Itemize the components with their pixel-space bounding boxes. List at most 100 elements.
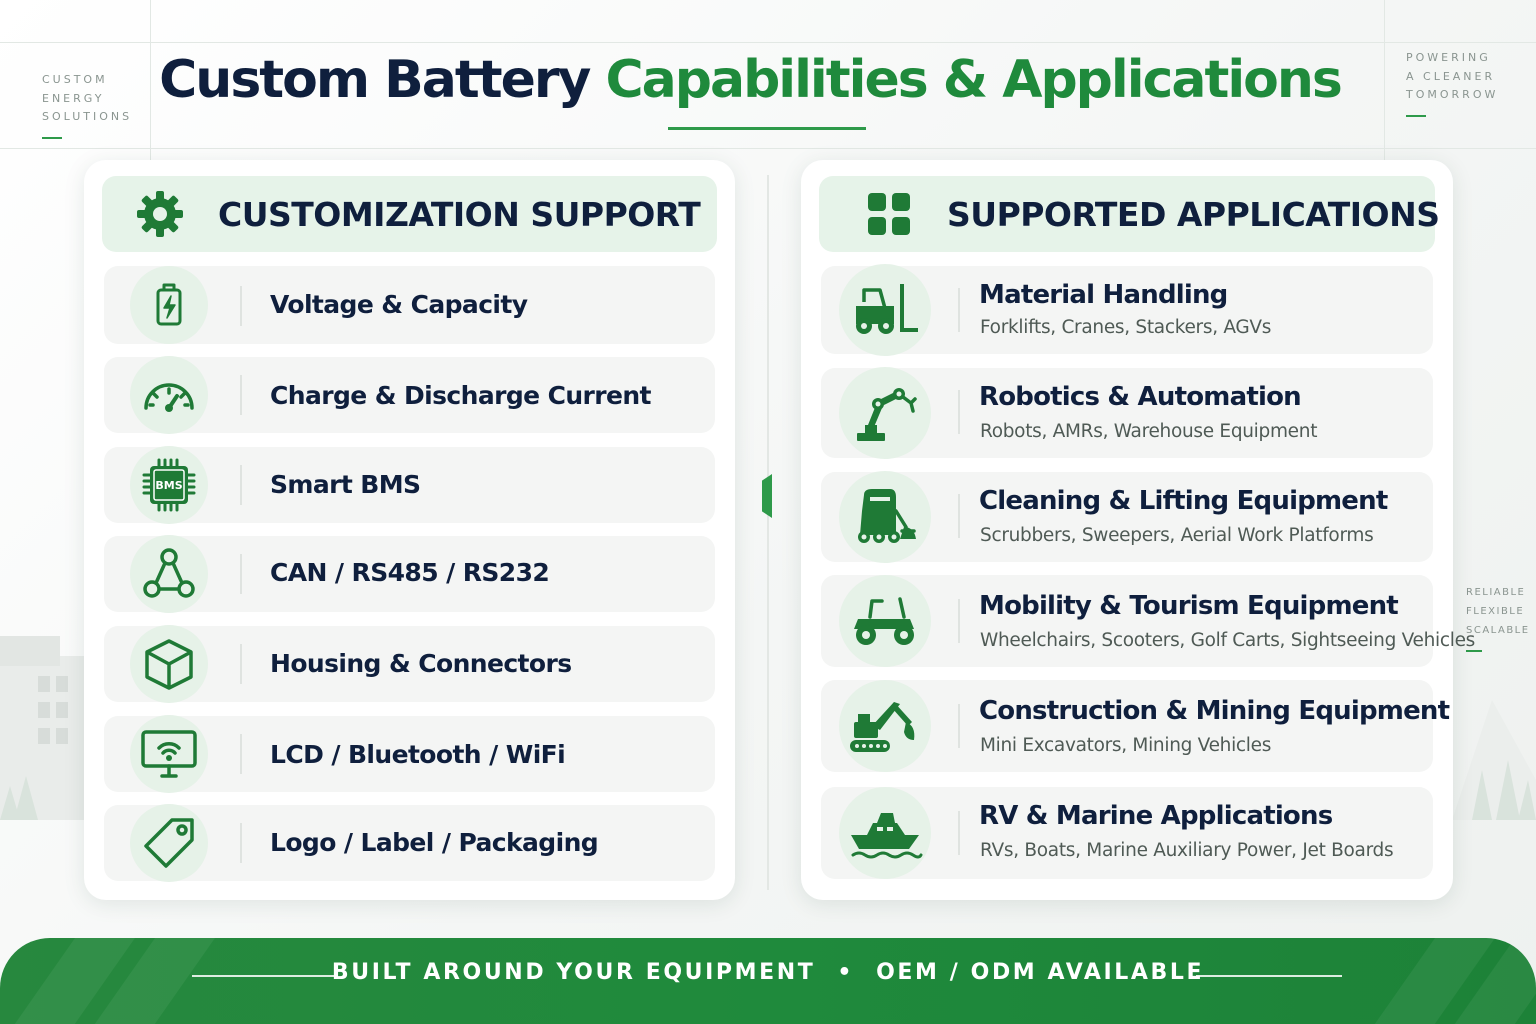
title-underline	[668, 127, 866, 130]
page-title: Custom Battery Capabilities & Applicatio…	[0, 50, 1500, 110]
applications-panel: SUPPORTED APPLICATIONS Material Handling…	[801, 160, 1475, 900]
icon-circle	[130, 266, 208, 344]
footer-line-left	[192, 975, 338, 977]
gear-icon	[137, 191, 183, 237]
customization-item: CAN / RS485 / RS232	[104, 535, 715, 613]
row-separator	[958, 704, 960, 748]
row-separator	[958, 288, 960, 332]
customization-item-label: Smart BMS	[270, 470, 421, 499]
network-nodes-icon	[143, 548, 195, 598]
robot-arm-icon	[857, 388, 917, 441]
application-item: Mobility & Tourism Equipment Wheelchairs…	[821, 575, 1475, 667]
footer-left-text: BUILT AROUND YOUR EQUIPMENT	[331, 960, 816, 985]
corner-tagline-line: ENERGY	[42, 91, 105, 105]
applications-header: SUPPORTED APPLICATIONS	[819, 176, 1440, 252]
icon-circle	[839, 680, 931, 772]
row-separator	[240, 734, 242, 774]
title-part-2: Capabilities & Applications	[605, 50, 1343, 110]
row-separator	[240, 554, 242, 594]
icon-circle	[839, 367, 931, 459]
forklift-icon	[856, 284, 918, 334]
gauge-icon	[144, 383, 194, 412]
side-tagline-line: RELIABLE	[1466, 587, 1526, 598]
application-subtitle: Wheelchairs, Scooters, Golf Carts, Sight…	[980, 630, 1475, 651]
customization-header: CUSTOMIZATION SUPPORT	[102, 176, 717, 252]
center-divider-tab	[762, 474, 772, 518]
monitor-wifi-icon	[141, 730, 197, 778]
row-separator	[240, 286, 242, 326]
footer-banner: BUILT AROUND YOUR EQUIPMENT•OEM / ODM AV…	[0, 938, 1536, 1024]
title-part-1: Custom Battery	[159, 50, 591, 110]
icon-circle	[130, 625, 208, 703]
application-title: Mobility & Tourism Equipment	[979, 591, 1399, 621]
footer-text: BUILT AROUND YOUR EQUIPMENT•OEM / ODM AV…	[0, 960, 1536, 985]
icon-circle	[839, 264, 931, 356]
customization-item-label: CAN / RS485 / RS232	[270, 558, 550, 587]
background-decoration	[0, 148, 1536, 149]
customization-item-label: Charge & Discharge Current	[270, 381, 651, 410]
accent-dash	[42, 136, 62, 139]
building-illustration	[0, 636, 84, 820]
corner-tagline-line: CUSTOM	[42, 73, 108, 86]
background-decoration	[0, 42, 1536, 43]
bms-chip-icon: BMS	[142, 458, 196, 512]
excavator-icon	[850, 702, 915, 752]
customization-item-label: LCD / Bluetooth / WiFi	[270, 740, 566, 769]
accent-dash	[1466, 650, 1482, 652]
grid-icon	[868, 193, 910, 235]
customization-panel: CUSTOMIZATION SUPPORT Voltage & Capacity	[84, 160, 735, 900]
row-separator	[958, 494, 960, 538]
tag-icon	[144, 818, 194, 868]
background-decoration	[150, 0, 151, 160]
row-separator	[958, 811, 960, 855]
icon-circle	[130, 356, 208, 434]
customization-item: Logo / Label / Packaging	[104, 804, 715, 882]
bms-chip-text: BMS	[155, 479, 182, 492]
row-separator	[240, 375, 242, 415]
icon-circle	[839, 575, 931, 667]
row-separator	[958, 599, 960, 643]
battery-icon	[156, 283, 182, 326]
customization-title: CUSTOMIZATION SUPPORT	[218, 195, 701, 234]
box-icon	[145, 639, 193, 690]
application-subtitle: Scrubbers, Sweepers, Aerial Work Platfor…	[980, 525, 1374, 546]
application-item: Robotics & Automation Robots, AMRs, Ware…	[821, 367, 1433, 459]
application-subtitle: Forklifts, Cranes, Stackers, AGVs	[980, 317, 1272, 338]
icon-circle	[130, 804, 208, 882]
footer-right-text: OEM / ODM AVAILABLE	[876, 960, 1205, 985]
row-separator	[240, 465, 242, 505]
corner-tagline-line: SOLUTIONS	[42, 110, 133, 123]
customization-item: Voltage & Capacity	[104, 266, 715, 344]
application-title: Robotics & Automation	[979, 382, 1302, 412]
application-item: RV & Marine Applications RVs, Boats, Mar…	[821, 787, 1433, 879]
icon-circle	[130, 535, 208, 613]
corner-tagline-right: POWERING A CLEANER TOMORROW	[1406, 49, 1498, 117]
customization-item: Charge & Discharge Current	[104, 356, 715, 434]
scrubber-icon	[858, 489, 916, 543]
accent-dash	[1406, 114, 1426, 117]
background-decoration	[1384, 0, 1385, 160]
application-title: Cleaning & Lifting Equipment	[979, 486, 1388, 516]
icon-circle	[130, 715, 208, 793]
application-item: Cleaning & Lifting Equipment Scrubbers, …	[821, 471, 1433, 563]
row-separator	[240, 644, 242, 684]
application-item: Construction & Mining Equipment Mini Exc…	[821, 680, 1450, 772]
icon-circle: BMS	[130, 446, 208, 524]
application-item: Material Handling Forklifts, Cranes, Sta…	[821, 264, 1433, 356]
application-subtitle: RVs, Boats, Marine Auxiliary Power, Jet …	[980, 840, 1394, 861]
corner-tagline-line: POWERING	[1406, 51, 1491, 64]
icon-circle	[839, 787, 931, 879]
row-separator	[958, 390, 960, 434]
boat-icon	[851, 813, 923, 859]
mountain-illustration	[1452, 700, 1536, 820]
application-subtitle: Robots, AMRs, Warehouse Equipment	[980, 421, 1318, 442]
application-subtitle: Mini Excavators, Mining Vehicles	[980, 735, 1272, 756]
customization-item-label: Logo / Label / Packaging	[270, 828, 599, 857]
application-title: RV & Marine Applications	[979, 801, 1333, 831]
side-tagline-line: SCALABLE	[1466, 625, 1530, 636]
footer-line-right	[1196, 975, 1342, 977]
application-title: Material Handling	[979, 280, 1228, 310]
side-tagline-right: RELIABLE FLEXIBLE SCALABLE	[1466, 583, 1530, 652]
application-title: Construction & Mining Equipment	[979, 696, 1450, 726]
corner-tagline-line: TOMORROW	[1406, 88, 1499, 101]
